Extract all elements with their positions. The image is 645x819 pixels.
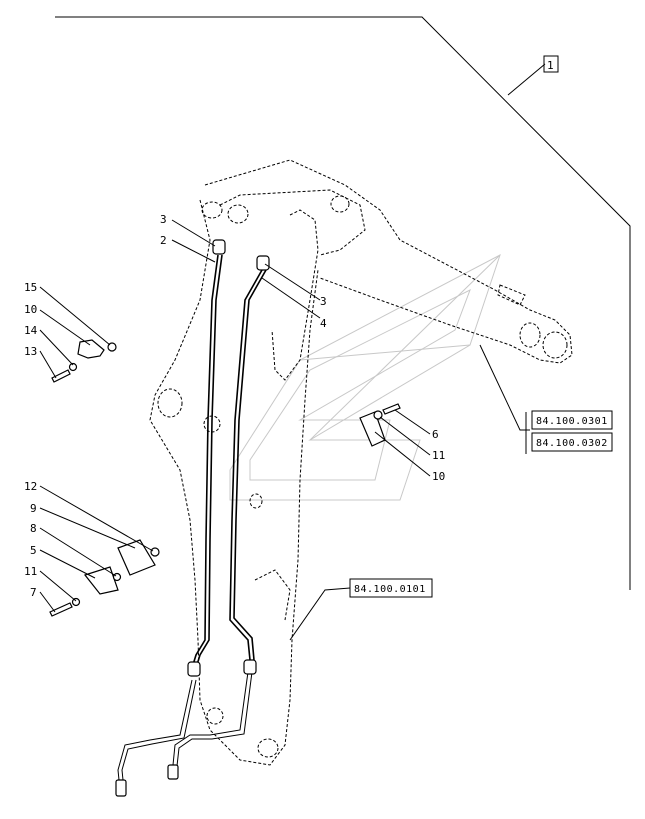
callout-10-right: 10 <box>432 470 445 483</box>
callout-13: 13 <box>24 345 37 358</box>
watermark-logo <box>229 253 501 501</box>
fitting-3-right <box>256 255 270 271</box>
boom-arm <box>149 159 573 766</box>
reference-84-100-0301: 84.100.0301 <box>536 416 608 427</box>
assembly-number-box <box>543 55 559 73</box>
callout-numbers: 3 2 3 4 15 10 14 13 6 11 10 12 9 8 5 11 … <box>24 213 445 599</box>
callout-9: 9 <box>30 502 37 515</box>
clamp-5 <box>83 566 119 595</box>
assembly-number: 1 <box>547 59 554 72</box>
callout-2: 2 <box>160 234 167 247</box>
assembly-border-line <box>55 16 631 590</box>
callout-14: 14 <box>24 324 38 337</box>
callout-4: 4 <box>320 317 327 330</box>
reference-84-100-0302: 84.100.0302 <box>536 438 608 449</box>
plate-9 <box>117 539 156 576</box>
callout-12: 12 <box>24 480 37 493</box>
reference-box-group-lower: 84.100.0101 <box>349 578 433 598</box>
callout-3-right: 3 <box>320 295 327 308</box>
leader-lines <box>39 63 546 641</box>
pipe-fittings <box>212 239 270 271</box>
callout-10-left: 10 <box>24 303 37 316</box>
bolt-7 <box>49 602 73 617</box>
clamp-set-upper-left <box>51 339 117 383</box>
clamp-10-left <box>77 339 105 359</box>
reference-84-100-0101: 84.100.0101 <box>354 584 426 595</box>
callout-3-top: 3 <box>160 213 167 226</box>
callout-11-right: 11 <box>432 449 445 462</box>
callout-11-left: 11 <box>24 565 37 578</box>
callout-8: 8 <box>30 522 37 535</box>
callout-15: 15 <box>24 281 37 294</box>
callout-7: 7 <box>30 586 37 599</box>
washer-11-left <box>71 597 81 607</box>
callout-6: 6 <box>432 428 439 441</box>
callout-5: 5 <box>30 544 37 557</box>
clamp-set-lower-left <box>49 539 160 617</box>
washer-14 <box>68 362 78 372</box>
bolt-13 <box>51 369 71 383</box>
reference-box-group-right: 84.100.0301 84.100.0302 <box>525 410 613 454</box>
nut-12 <box>150 547 160 557</box>
fitting-3-top <box>212 239 226 255</box>
bolt-6 <box>382 403 401 415</box>
hydraulic-pipes <box>115 254 267 797</box>
